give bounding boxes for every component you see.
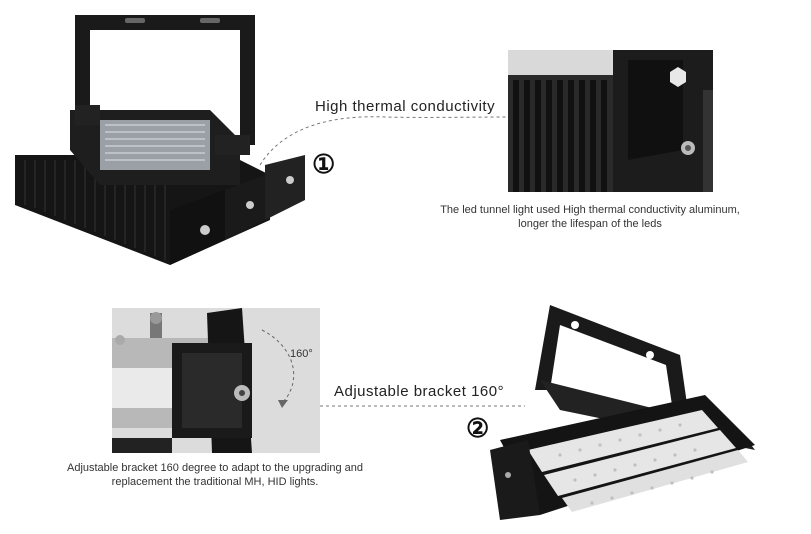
feature1-callout: High thermal conductivity xyxy=(315,98,496,115)
rear-light-illustration xyxy=(15,15,305,265)
front-light-illustration xyxy=(490,305,755,520)
product-image-front xyxy=(480,300,770,525)
detail-image-bracket xyxy=(112,308,320,453)
feature2-connector xyxy=(320,402,530,410)
feature2-number: ② xyxy=(466,414,490,444)
feature1-caption-line1: The led tunnel light used High thermal c… xyxy=(440,204,740,216)
feature1-caption-line2: longer the lifespan of the leds xyxy=(518,218,662,230)
feature2-caption-line1: Adjustable bracket 160 degree to adapt t… xyxy=(66,462,363,474)
feature1-connector xyxy=(255,105,515,175)
feature2-callout: Adjustable bracket 160° xyxy=(334,383,505,400)
angle-label: 160° xyxy=(290,348,313,360)
feature1-caption: The led tunnel light used High thermal c… xyxy=(380,203,800,231)
feature1-number: ① xyxy=(312,150,336,180)
feature2-caption-line2: replacement the traditional MH, HID ligh… xyxy=(111,476,319,488)
feature2-caption: Adjustable bracket 160 degree to adapt t… xyxy=(10,461,420,489)
product-image-rear xyxy=(10,10,310,270)
detail-image-heatsink xyxy=(508,50,713,192)
